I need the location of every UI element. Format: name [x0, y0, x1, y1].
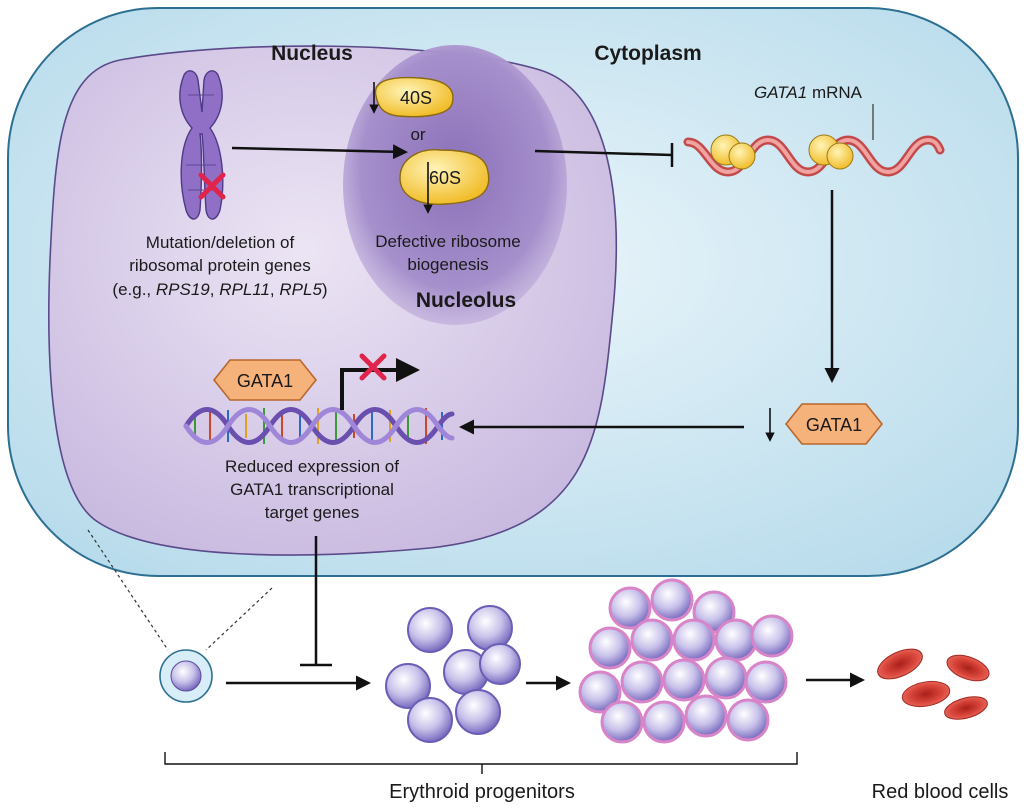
erythroid-progenitors-label: Erythroid progenitors	[389, 781, 575, 803]
mutation-line-3: (e.g., RPS19, RPL11, RPL5)	[112, 280, 327, 299]
reduced-line-2: GATA1 transcriptional	[230, 480, 394, 499]
mrna-ribosome-1-icon	[710, 134, 756, 170]
chromosome-mutation-x-icon	[198, 172, 226, 200]
mrna-label: GATA1 mRNA	[754, 83, 863, 102]
mutation-eg: (e.g.,	[112, 280, 155, 299]
reduced-line-1: Reduced expression of	[225, 457, 399, 476]
gata1-cytoplasm-label: GATA1	[806, 415, 862, 435]
zoom-lines	[87, 529, 273, 651]
subunit-40s-label: 40S	[400, 88, 432, 108]
arrow-mutation-to-ribosome	[231, 144, 408, 160]
defective-line-2: biogenesis	[407, 255, 488, 274]
gata1-cytoplasm-protein: GATA1	[784, 403, 884, 445]
close-paren: )	[322, 280, 328, 299]
erythroid-bracket	[164, 752, 798, 774]
inhibition-to-differentiation	[300, 536, 332, 667]
gene-rpl11: RPL11	[219, 280, 270, 299]
or-label: or	[410, 125, 425, 144]
defective-line-1: Defective ribosome	[375, 232, 521, 251]
erythroid-cluster-1	[385, 605, 521, 743]
mrna-ribosome-2-icon	[808, 134, 854, 170]
transcription-arrowhead-icon	[396, 358, 420, 382]
inhibition-ribosome-to-mrna	[534, 143, 674, 167]
cytoplasm-label: Cytoplasm	[594, 42, 701, 65]
reduced-line-3: target genes	[265, 503, 360, 522]
dna-helix-icon	[183, 407, 455, 445]
comma-1: ,	[210, 280, 219, 299]
gene-rps19: RPS19	[156, 280, 210, 299]
transcription-blocked-x-icon	[359, 353, 387, 381]
ribosome-40s: 40S	[374, 76, 454, 118]
mrna-gene-name: GATA1	[754, 83, 807, 102]
red-blood-cells-icon	[877, 648, 990, 720]
progenitor-stem-cell-icon	[159, 649, 213, 703]
red-blood-cells-label: Red blood cells	[872, 781, 1009, 803]
mutation-line-1: Mutation/deletion of	[146, 233, 295, 252]
erythroid-cluster-2	[578, 578, 794, 744]
mrna-word: mRNA	[807, 83, 862, 102]
nucleus-label: Nucleus	[271, 42, 353, 65]
nucleolus-label: Nucleolus	[416, 289, 516, 312]
comma-2: ,	[270, 280, 279, 299]
gata1-nucleus-label: GATA1	[237, 371, 293, 391]
ribosome-60s: 60S	[399, 149, 490, 205]
gene-rpl5: RPL5	[279, 280, 322, 299]
gata1-nucleus-protein: GATA1	[212, 359, 318, 401]
subunit-60s-label: 60S	[429, 168, 461, 188]
mutation-line-2: ribosomal protein genes	[129, 256, 310, 275]
